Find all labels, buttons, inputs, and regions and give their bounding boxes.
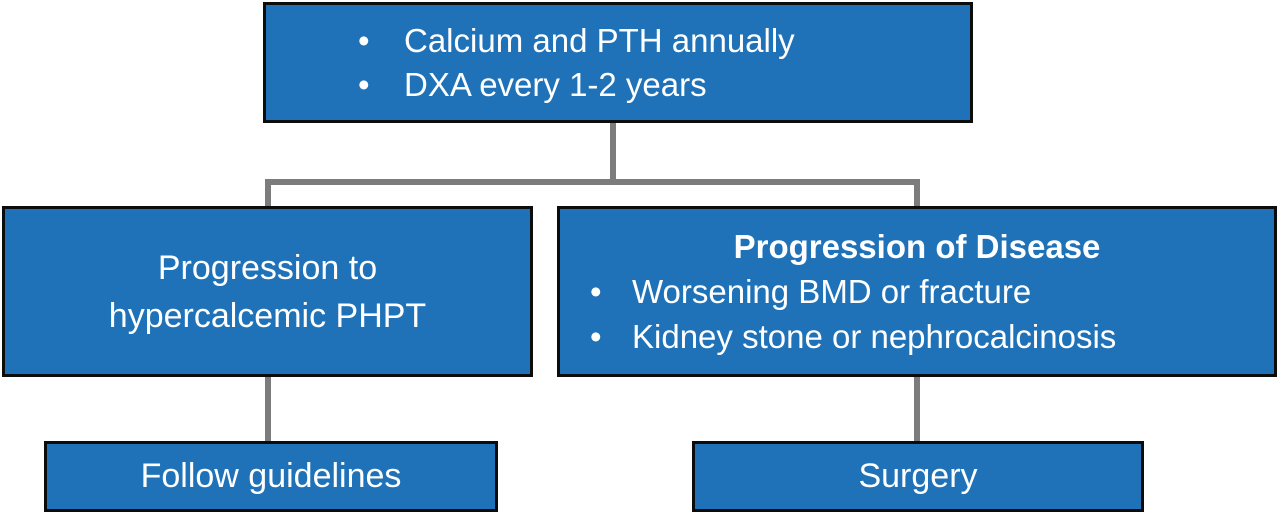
connector-right-drop [914, 179, 920, 208]
progression-phpt-line-1: Progression to [157, 248, 378, 287]
connector-branch-horizontal [265, 179, 920, 185]
connector-top-vertical [610, 122, 616, 182]
disease-bullet-2: Kidney stone or nephrocalcinosis [632, 318, 1117, 355]
monitoring-bullet-1: Calcium and PTH annually [404, 21, 795, 59]
bullet-icon: • [358, 21, 370, 59]
connector-left-drop [265, 179, 271, 208]
connector-left-lower [265, 374, 271, 443]
bullet-item: • Calcium and PTH annually [266, 19, 970, 63]
progression-phpt-box: Progression to hypercalcemic PHPT [2, 206, 533, 377]
bullet-item: • DXA every 1-2 years [266, 63, 970, 107]
bullet-icon: • [590, 318, 602, 355]
monitoring-bullet-2: DXA every 1-2 years [404, 65, 707, 103]
bullet-icon: • [590, 273, 602, 310]
surgery-label: Surgery [858, 457, 978, 495]
progression-phpt-line-2: hypercalcemic PHPT [108, 296, 427, 335]
monitoring-box: • Calcium and PTH annually • DXA every 1… [263, 2, 973, 123]
progression-disease-box: Progression of Disease • Worsening BMD o… [557, 206, 1277, 377]
bullet-item: • Worsening BMD or fracture [560, 269, 1274, 314]
follow-guidelines-box: Follow guidelines [44, 441, 498, 512]
follow-guidelines-label: Follow guidelines [140, 457, 402, 495]
connector-right-lower [914, 374, 920, 443]
surgery-box: Surgery [692, 441, 1144, 512]
progression-disease-title: Progression of Disease [733, 228, 1101, 265]
bullet-icon: • [358, 65, 370, 103]
disease-bullet-1: Worsening BMD or fracture [632, 273, 1032, 310]
bullet-item: • Kidney stone or nephrocalcinosis [560, 314, 1274, 359]
